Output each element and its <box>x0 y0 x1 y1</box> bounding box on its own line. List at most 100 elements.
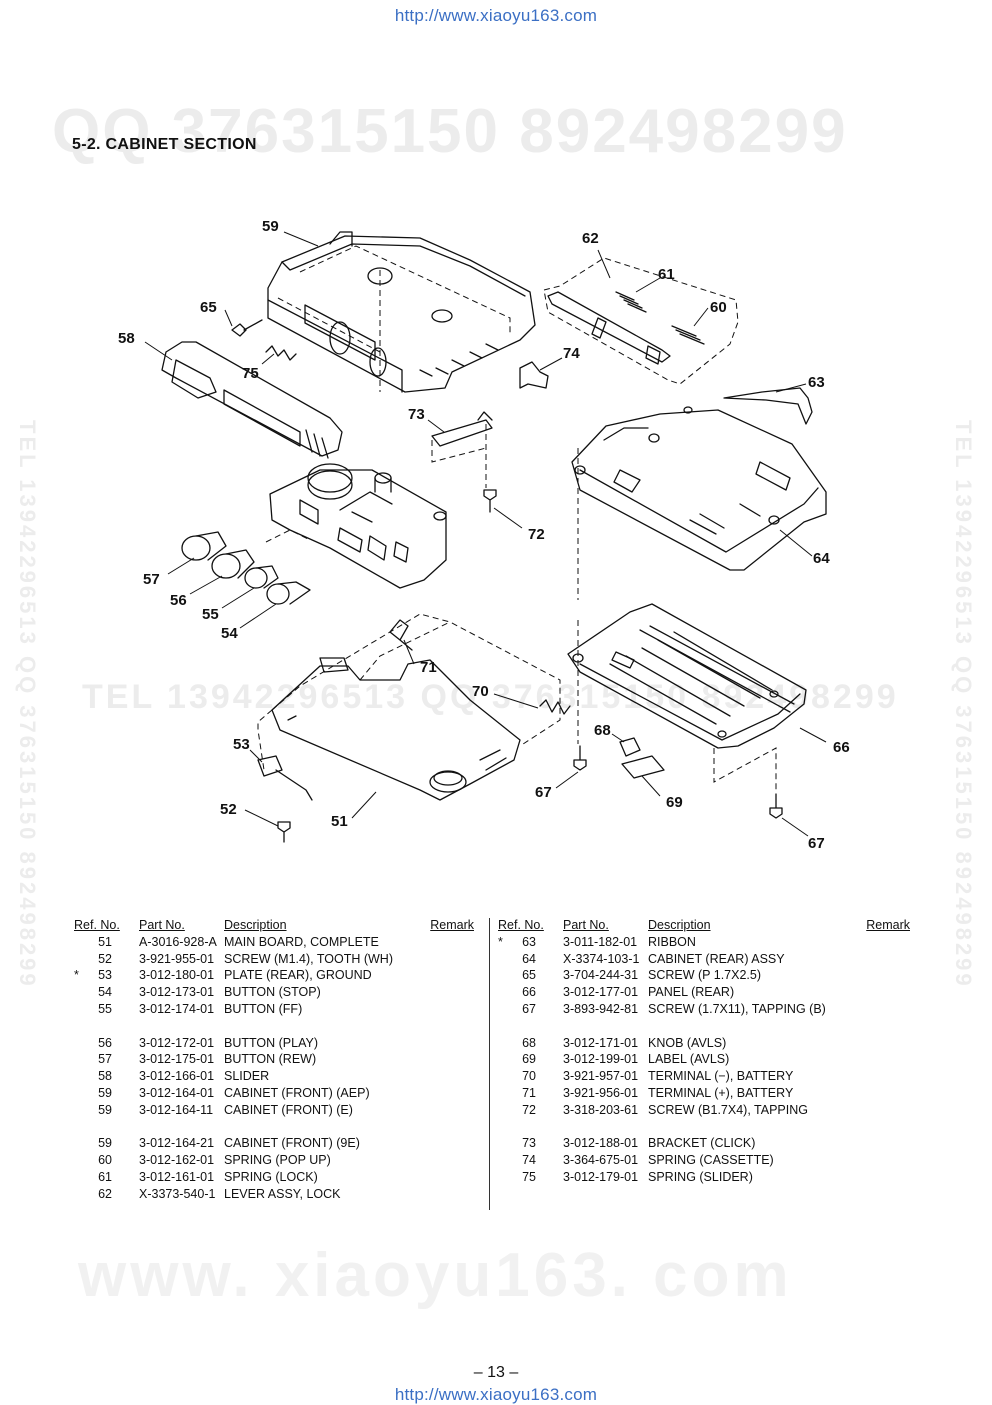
callout-63: 63 <box>808 374 825 391</box>
callout-67-left: 67 <box>535 784 552 801</box>
table-row: 75 3-012-179-01 SPRING (SLIDER) <box>498 1170 910 1187</box>
description: BRACKET (CLICK) <box>648 1136 756 1151</box>
part-no: 3-012-174-01 <box>139 1001 215 1016</box>
rear-cabinet-drawing <box>571 406 827 571</box>
table-row: 61 3-012-161-01 SPRING (LOCK) <box>74 1170 480 1187</box>
ref-no: 53 <box>98 968 112 983</box>
header-remark: Remark <box>430 918 474 932</box>
header-ref-no: Ref. No. <box>74 918 120 932</box>
description: CABINET (FRONT) (9E) <box>224 1136 360 1151</box>
callout-67-right: 67 <box>808 835 825 852</box>
description: LABEL (AVLS) <box>648 1052 730 1067</box>
callout-71: 71 <box>420 659 437 676</box>
row-spacer <box>74 1120 480 1137</box>
row-spacer <box>74 1019 480 1036</box>
callout-59: 59 <box>262 218 279 235</box>
footer-url[interactable]: http://www.xiaoyu163.com <box>394 1385 598 1404</box>
row-spacer <box>498 1019 910 1036</box>
ref-no: 60 <box>98 1153 112 1168</box>
ref-no: 75 <box>522 1169 536 1184</box>
callout-73: 73 <box>408 406 425 423</box>
ref-no: 68 <box>522 1035 536 1050</box>
table-row: 59 3-012-164-21 CABINET (FRONT) (9E) <box>74 1136 480 1153</box>
description: SCREW (B1.7X4), TAPPING <box>648 1102 808 1117</box>
ribbon-drawing <box>723 387 813 425</box>
table-row: 60 3-012-162-01 SPRING (POP UP) <box>74 1153 480 1170</box>
header-part-no: Part No. <box>139 918 185 932</box>
part-no: 3-921-957-01 <box>563 1069 639 1084</box>
table-header: Ref. No. Part No. Description Remark <box>498 918 910 935</box>
callout-56: 56 <box>170 592 187 609</box>
watermark-middle: TEL 13942296513 QQ 376315150 892498299 <box>82 678 899 716</box>
ref-no: 70 <box>522 1069 536 1084</box>
description: SCREW (M1.4), TOOTH (WH) <box>224 951 393 966</box>
ref-no: 67 <box>522 1001 536 1016</box>
ref-no: 62 <box>98 1186 112 1201</box>
terminal-minus-drawing <box>539 699 571 715</box>
ref-no: 73 <box>522 1136 536 1151</box>
ref-no: 61 <box>98 1169 112 1184</box>
ref-no: 59 <box>98 1136 112 1151</box>
ref-no: 55 <box>98 1001 112 1016</box>
description: SPRING (POP UP) <box>224 1153 331 1168</box>
ref-no: 54 <box>98 985 112 1000</box>
front-cabinet-drawing <box>267 231 536 393</box>
table-column-divider <box>489 918 490 1210</box>
header-description: Description <box>224 918 287 932</box>
description: CABINET (FRONT) (AEP) <box>224 1085 370 1100</box>
callout-53: 53 <box>233 736 250 753</box>
part-no: 3-012-179-01 <box>563 1169 639 1184</box>
part-no: 3-893-942-81 <box>563 1001 639 1016</box>
callout-65: 65 <box>200 299 217 316</box>
part-no: 3-921-955-01 <box>139 951 215 966</box>
part-no: 3-012-164-21 <box>139 1136 215 1151</box>
ref-no: 59 <box>98 1085 112 1100</box>
parts-table-right: Ref. No. Part No. Description Remark *63… <box>498 918 910 1187</box>
description: SPRING (SLIDER) <box>648 1169 753 1184</box>
exploded-view-diagram: 59 58 65 75 62 61 60 74 63 73 72 64 57 5… <box>118 218 850 852</box>
bracket-click-drawing <box>431 411 493 447</box>
part-no: 3-012-175-01 <box>139 1052 215 1067</box>
ref-no: 66 <box>522 985 536 1000</box>
main-board-drawing <box>271 657 521 801</box>
part-no: 3-012-162-01 <box>139 1153 215 1168</box>
ref-no: 64 <box>522 951 536 966</box>
callout-70: 70 <box>472 683 489 700</box>
table-header: Ref. No. Part No. Description Remark <box>74 918 480 935</box>
page-number: – 13 – <box>473 1364 519 1381</box>
part-no: 3-921-956-01 <box>563 1085 639 1100</box>
callout-64: 64 <box>813 550 830 567</box>
mark: * <box>74 968 79 983</box>
rear-panel-drawing <box>567 603 807 749</box>
callout-68: 68 <box>594 722 611 739</box>
part-no: 3-011-182-01 <box>563 934 638 949</box>
header-url[interactable]: http://www.xiaoyu163.com <box>394 6 598 25</box>
part-no: 3-012-171-01 <box>563 1035 639 1050</box>
buttons-drawing <box>181 531 311 605</box>
screw-65-drawing <box>231 319 263 337</box>
spring-cassette-drawing <box>519 361 549 389</box>
ref-no: 69 <box>522 1052 536 1067</box>
callout-75: 75 <box>242 365 259 382</box>
knob-avls-drawing <box>619 737 641 757</box>
description: SPRING (LOCK) <box>224 1169 318 1184</box>
screw-72-drawing <box>483 489 497 513</box>
callout-52: 52 <box>220 801 237 818</box>
ref-no: 56 <box>98 1035 112 1050</box>
callout-54: 54 <box>221 625 238 642</box>
part-no: 3-012-161-01 <box>139 1169 215 1184</box>
callout-51: 51 <box>331 813 348 830</box>
description: BUTTON (STOP) <box>224 985 321 1000</box>
